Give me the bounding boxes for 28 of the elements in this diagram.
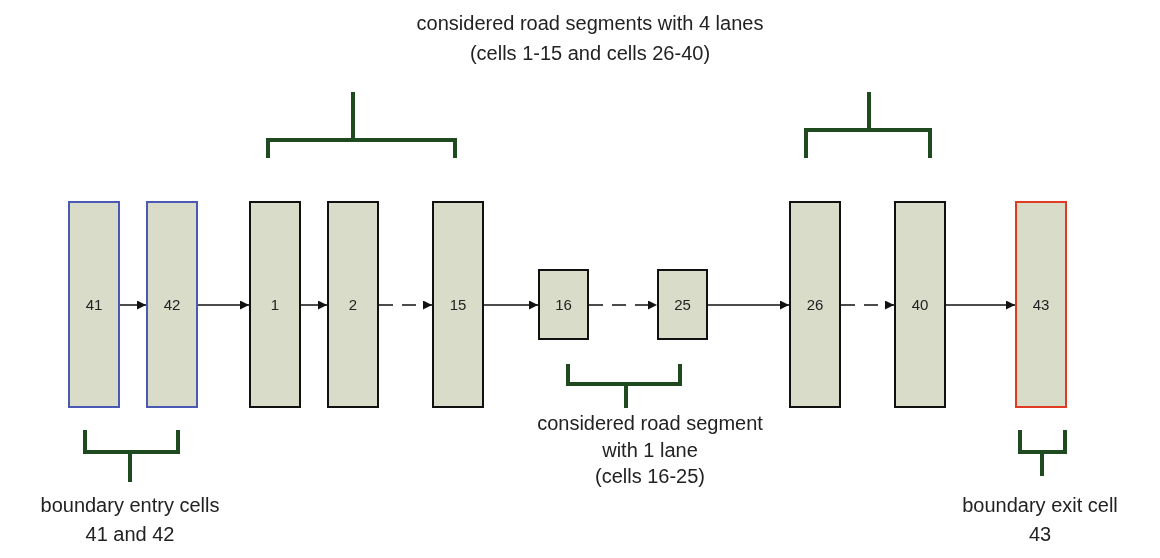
annotation-text: boundary exit cell: [962, 494, 1118, 517]
arrow: [300, 300, 328, 310]
arrow: [588, 300, 658, 310]
arrow: [483, 300, 539, 310]
annotation-text: (cells 16-25): [595, 465, 705, 488]
annotation-text: considered road segment: [537, 412, 763, 435]
annotation-text: 41 and 42: [85, 523, 175, 546]
arrow: [197, 300, 250, 310]
annotation-text: (cells 1-15 and cells 26-40): [469, 42, 711, 65]
arrow: [945, 300, 1016, 310]
arrow: [707, 300, 790, 310]
cell-box: 1: [249, 201, 301, 408]
annotation-text: considered road segments with 4 lanes: [416, 12, 764, 35]
annotation-text: 43: [1028, 523, 1052, 546]
cell-box: 41: [68, 201, 120, 408]
cell-box: 42: [146, 201, 198, 408]
arrow: [378, 300, 433, 310]
cell-box: 2: [327, 201, 379, 408]
cell-box: 25: [657, 269, 708, 340]
annotation-text: with 1 lane: [602, 439, 698, 462]
cell-box: 26: [789, 201, 841, 408]
cell-box: 16: [538, 269, 589, 340]
cell-box: 15: [432, 201, 484, 408]
cell-box: 43: [1015, 201, 1067, 408]
cell-box: 40: [894, 201, 946, 408]
arrow: [119, 300, 147, 310]
arrow: [840, 300, 895, 310]
annotation-text: boundary entry cells: [40, 494, 220, 517]
